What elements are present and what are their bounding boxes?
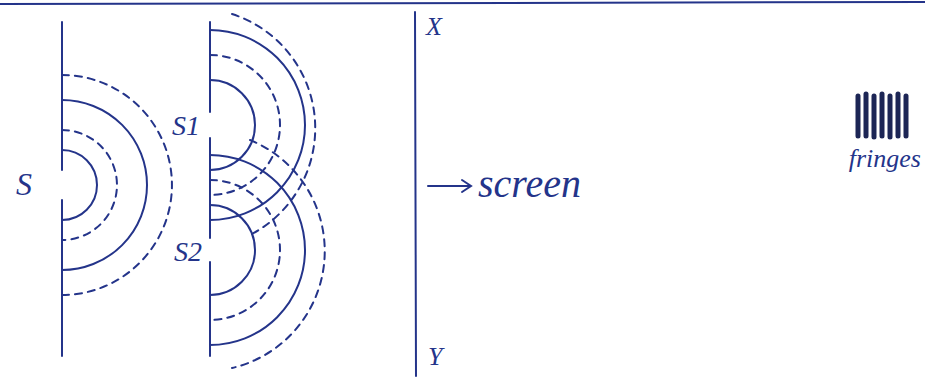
barrier xyxy=(61,22,63,356)
wavefront xyxy=(210,80,255,170)
slit-label: S1 xyxy=(172,112,200,140)
wavefront xyxy=(210,55,280,195)
wavefront xyxy=(62,150,97,220)
fringes-label: fringes xyxy=(849,146,921,172)
fringe-pattern xyxy=(858,94,906,137)
wavefront xyxy=(210,155,305,345)
top-rule xyxy=(0,2,925,4)
screen-end-label: Y xyxy=(428,344,442,370)
source-label: S xyxy=(16,168,32,200)
screen-line xyxy=(415,12,416,376)
wavefront xyxy=(232,140,325,368)
wavefront xyxy=(62,130,117,240)
screen-end-label: X xyxy=(426,14,442,40)
wavefront xyxy=(210,180,280,320)
wavefront xyxy=(62,75,172,295)
wavefront xyxy=(210,205,255,295)
barrier xyxy=(209,22,211,356)
pointer-arrow xyxy=(428,180,471,192)
wavefront xyxy=(62,100,147,270)
wavefront xyxy=(210,30,305,220)
screen-label: screen xyxy=(478,164,581,204)
wavefront xyxy=(232,14,315,235)
slit-label: S2 xyxy=(174,238,202,266)
